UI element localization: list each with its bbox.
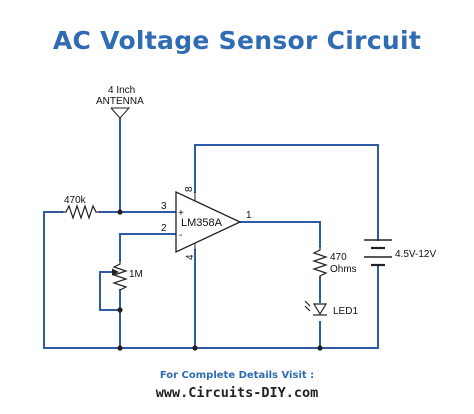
potentiometer-wiper-arrow (112, 268, 119, 276)
opamp-pin-4: 4 (185, 254, 196, 260)
junction-dot (117, 209, 123, 215)
opamp-pin-2: 2 (161, 223, 167, 234)
opamp-pin-3: 3 (161, 201, 167, 212)
junction-dot (317, 345, 323, 351)
resistor-470k-label: 470k (64, 195, 87, 206)
opamp-minus-sign: - (179, 230, 182, 241)
resistor-470k (62, 204, 100, 220)
footer-website-link[interactable]: www.Circuits-DIY.com (155, 385, 319, 401)
wire-pot-wiper (99, 271, 121, 311)
resistor-470-ohm (312, 246, 328, 278)
wire-output (239, 221, 321, 247)
antenna-symbol (110, 107, 131, 119)
resistor-470-unit: Ohms (330, 264, 357, 275)
junction-dot (192, 345, 198, 351)
junctions (117, 209, 323, 351)
opamp-pin-8: 8 (184, 186, 195, 192)
potentiometer-1m (112, 260, 128, 291)
opamp-plus-sign: + (178, 208, 184, 219)
led-symbol (304, 300, 328, 316)
wire-left-loop (43, 211, 121, 349)
battery-symbol (364, 239, 392, 267)
junction-dot (117, 307, 123, 313)
page-title: AC Voltage Sensor Circuit (52, 26, 422, 55)
opamp-pin-1: 1 (246, 210, 252, 221)
opamp-label: LM358A (181, 217, 223, 229)
battery-label: 4.5V-12V (395, 249, 436, 260)
junction-dot (117, 345, 123, 351)
led-label: LED1 (333, 306, 358, 317)
wire-pin2 (119, 233, 177, 261)
footer-visit-label: For Complete Details Visit : (159, 370, 315, 381)
wires (43, 117, 379, 349)
resistor-470-label: 470 (330, 252, 347, 263)
potentiometer-label: 1M (129, 269, 143, 280)
antenna-label: ANTENNA (96, 96, 144, 107)
antenna-size-label: 4 Inch (108, 85, 135, 96)
opamp-lm358a (175, 190, 242, 254)
wire-top-bus (194, 144, 379, 241)
